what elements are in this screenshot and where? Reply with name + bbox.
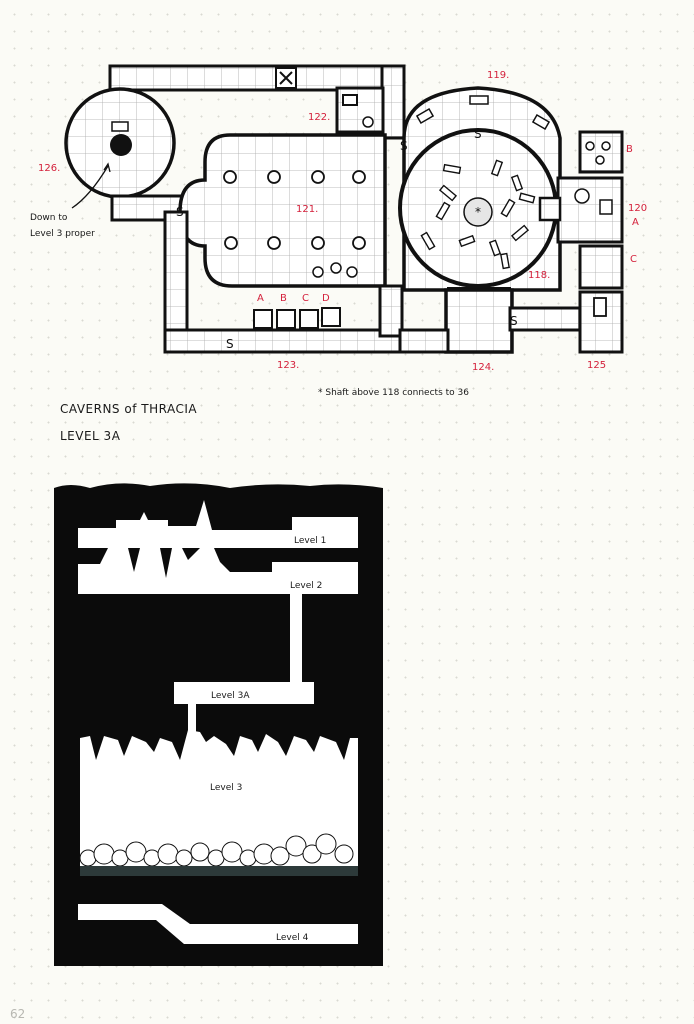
room-126 xyxy=(64,87,176,199)
pillar-row-top xyxy=(223,170,366,184)
label-120a: A xyxy=(632,217,639,228)
level-label: Level 4 xyxy=(276,933,309,943)
label-120: 120 xyxy=(628,203,647,214)
level-1-band xyxy=(78,500,358,548)
shaft-icon xyxy=(463,197,493,227)
room-122 xyxy=(335,86,385,134)
level-4-band xyxy=(78,904,358,944)
shaft-note: * Shaft above 118 connects to 36 xyxy=(318,388,469,398)
label-125: 125 xyxy=(587,360,606,371)
room-119-furniture xyxy=(415,95,551,130)
svg-text:*: * xyxy=(475,205,481,219)
connecting-shaft xyxy=(290,594,302,686)
secret-door-s: S xyxy=(474,127,482,141)
label-121: 121. xyxy=(296,204,318,215)
title-line1: CAVERNS of THRACIA xyxy=(60,402,197,416)
corridor-123 xyxy=(163,210,449,354)
room-120-b xyxy=(578,130,624,174)
label-alcove-d: D xyxy=(322,293,330,304)
level-3a-band xyxy=(174,682,314,704)
label-118: 118. xyxy=(528,270,550,281)
room-125 xyxy=(578,290,624,354)
map-title: CAVERNS of THRACIA LEVEL 3A xyxy=(60,402,197,443)
pit-hole-icon xyxy=(110,134,132,156)
level-labels: Level 1 Level 2 Level 3A Level 3 Level 4 xyxy=(210,536,326,943)
fungus-forest xyxy=(79,833,354,867)
level-2-band xyxy=(78,548,358,594)
alcoves-123 xyxy=(253,307,341,329)
level-label: Level 3 xyxy=(210,783,242,793)
level-label: Level 2 xyxy=(290,581,322,591)
label-122: 122. xyxy=(308,112,330,123)
level-label: Level 3A xyxy=(211,691,250,701)
corridor-top xyxy=(108,64,406,92)
secret-door-s: S xyxy=(400,139,408,153)
secret-door-markers: S S S S S xyxy=(176,127,518,351)
label-alcove-b: B xyxy=(280,293,287,304)
room-number-labels: 119. 122. 126. 121. 118. 120 A B C 123. … xyxy=(38,70,647,373)
label-120c: C xyxy=(630,254,637,265)
secret-door-s: S xyxy=(176,205,184,219)
room-119-118: * xyxy=(398,86,562,303)
room-120 xyxy=(538,130,624,290)
stairs-icon xyxy=(111,121,129,132)
label-alcove-a: A xyxy=(257,293,264,304)
label-123: 123. xyxy=(277,360,299,371)
label-alcove-c: C xyxy=(302,293,309,304)
title-line2: LEVEL 3A xyxy=(60,429,121,443)
secret-door-s: S xyxy=(510,314,518,328)
down-note-line2: Level 3 proper xyxy=(30,229,95,239)
page-number: 62 xyxy=(10,1007,25,1021)
level-label: Level 1 xyxy=(294,536,326,546)
label-119: 119. xyxy=(487,70,509,81)
dungeon-map: * xyxy=(30,64,647,398)
down-note-line1: Down to xyxy=(30,213,68,223)
room-124 xyxy=(398,288,514,354)
skull-pile-icon xyxy=(312,262,358,278)
skull-icon xyxy=(362,116,374,128)
secret-door-s: S xyxy=(226,337,234,351)
label-120b: B xyxy=(626,144,633,155)
pillar-row-bottom xyxy=(224,236,366,250)
corridor-right-top xyxy=(380,64,406,140)
label-126: 126. xyxy=(38,163,60,174)
label-124: 124. xyxy=(472,362,494,373)
rubble-slabs xyxy=(420,159,536,270)
room-120-c xyxy=(578,244,624,290)
corridor-124-125 xyxy=(508,306,582,332)
down-note: Down to Level 3 proper xyxy=(30,162,111,239)
trap-x-icon xyxy=(275,67,297,89)
room-121 xyxy=(178,133,387,288)
cross-section: Level 1 Level 2 Level 3A Level 3 Level 4 xyxy=(54,483,383,966)
